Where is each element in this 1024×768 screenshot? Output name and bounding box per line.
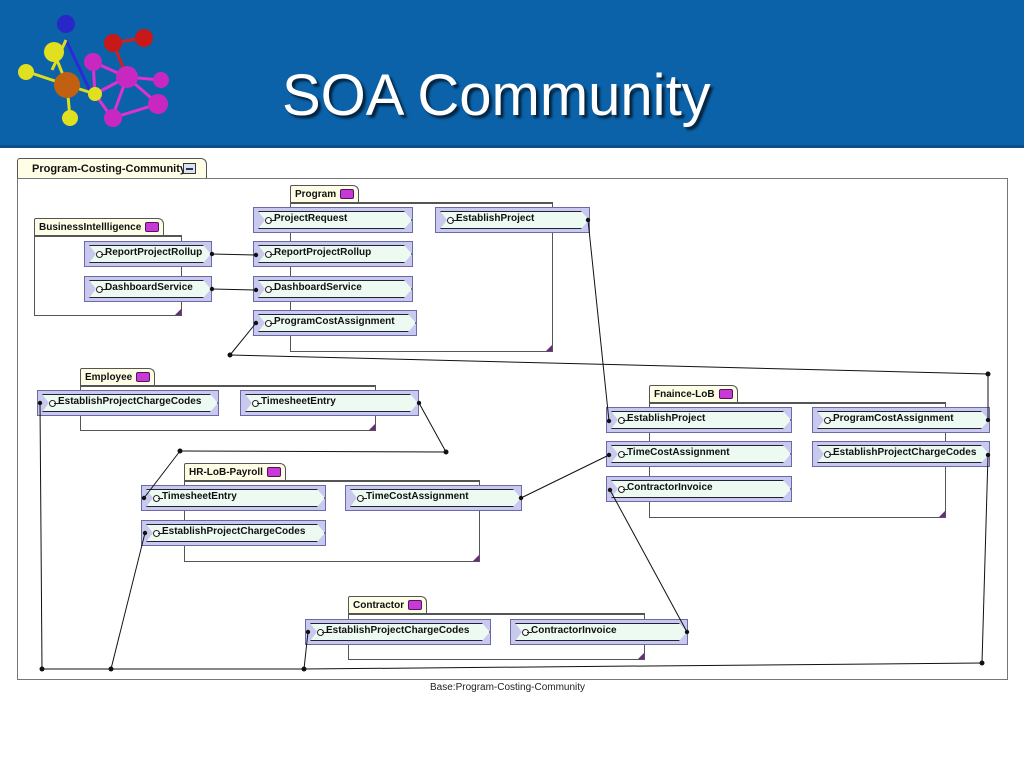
package-icon	[340, 189, 355, 199]
service-finance-establish-project[interactable]: EstablishProject	[606, 407, 792, 433]
diagram-tab[interactable]: Program-Costing-Community	[17, 158, 207, 179]
service-finance-contractor-invoice[interactable]: ContractorInvoice	[606, 476, 792, 502]
operation-icon	[265, 320, 275, 327]
service-label: EstablishProject	[456, 213, 535, 224]
service-label: EstablishProject	[627, 413, 706, 424]
service-label: ReportProjectRollup	[105, 247, 203, 258]
service-label: EstablishProjectChargeCodes	[833, 447, 977, 458]
diagram-caption: Base:Program-Costing-Community	[430, 682, 586, 693]
package-icon	[408, 600, 423, 610]
service-label: DashboardService	[274, 282, 362, 293]
service-finance-program-cost-assignment[interactable]: ProgramCostAssignment	[812, 407, 990, 433]
slide-title: SOA Community	[282, 63, 711, 128]
title-banner	[0, 0, 1024, 145]
operation-icon	[265, 286, 275, 293]
service-contractor-contractor-invoice[interactable]: ContractorInvoice	[510, 619, 688, 645]
operation-icon	[96, 286, 106, 293]
package-tab: Contractor	[348, 596, 428, 613]
package-tab: Program	[290, 185, 360, 202]
service-bi-report-project-rollup[interactable]: ReportProjectRollup	[84, 241, 212, 267]
package-label: Program	[295, 189, 337, 200]
service-program-report-project-rollup[interactable]: ReportProjectRollup	[253, 241, 413, 267]
diagram-tab-label: Program-Costing-Community	[32, 163, 186, 175]
operation-icon	[447, 217, 457, 224]
operation-icon	[618, 451, 628, 458]
package-icon	[145, 222, 160, 232]
service-label: ProgramCostAssignment	[274, 316, 395, 327]
operation-icon	[618, 417, 628, 424]
service-hr-time-cost-assignment[interactable]: TimeCostAssignment	[345, 485, 522, 511]
operation-icon	[96, 251, 106, 258]
service-label: TimeCostAssignment	[366, 491, 469, 502]
service-label: EstablishProjectChargeCodes	[162, 526, 306, 537]
molecule-logo-icon	[18, 15, 169, 127]
service-finance-time-cost-assignment[interactable]: TimeCostAssignment	[606, 441, 792, 467]
service-label: ProjectRequest	[274, 213, 348, 224]
service-label: TimesheetEntry	[261, 396, 336, 407]
operation-icon	[522, 629, 532, 636]
banner-divider	[0, 145, 1024, 148]
service-program-establish-project[interactable]: EstablishProject	[435, 207, 590, 233]
package-tab: HR-LoB-Payroll	[184, 463, 286, 480]
service-label: EstablishProjectChargeCodes	[326, 625, 470, 636]
service-hr-timesheet-entry[interactable]: TimesheetEntry	[141, 485, 326, 511]
service-label: ProgramCostAssignment	[833, 413, 954, 424]
service-hr-establish-charge-codes[interactable]: EstablishProjectChargeCodes	[141, 520, 326, 546]
operation-icon	[317, 629, 327, 636]
service-label: ContractorInvoice	[531, 625, 617, 636]
diagram-icon	[183, 163, 196, 174]
package-label: Employee	[85, 372, 133, 383]
package-label: BusinessIntellligence	[39, 222, 142, 233]
package-label: Contractor	[353, 600, 405, 611]
operation-icon	[357, 495, 367, 502]
operation-icon	[49, 400, 59, 407]
service-label: DashboardService	[105, 282, 193, 293]
package-label: HR-LoB-Payroll	[189, 467, 263, 478]
package-tab: Employee	[80, 368, 156, 385]
package-tab: BusinessIntellligence	[34, 218, 165, 235]
service-contractor-establish-charge-codes[interactable]: EstablishProjectChargeCodes	[305, 619, 491, 645]
operation-icon	[252, 400, 262, 407]
package-icon	[266, 467, 281, 477]
operation-icon	[153, 530, 163, 537]
package-label: Fnaince-LoB	[654, 389, 715, 400]
package-hr-lob-payroll[interactable]: HR-LoB-Payroll	[184, 463, 480, 562]
service-employee-establish-charge-codes[interactable]: EstablishProjectChargeCodes	[37, 390, 219, 416]
service-label: ContractorInvoice	[627, 482, 713, 493]
service-program-dashboard-service[interactable]: DashboardService	[253, 276, 413, 302]
operation-icon	[824, 417, 834, 424]
operation-icon	[824, 451, 834, 458]
operation-icon	[265, 251, 275, 258]
service-program-cost-assignment[interactable]: ProgramCostAssignment	[253, 310, 417, 336]
operation-icon	[265, 217, 275, 224]
service-finance-establish-charge-codes[interactable]: EstablishProjectChargeCodes	[812, 441, 990, 467]
service-program-project-request[interactable]: ProjectRequest	[253, 207, 413, 233]
service-label: EstablishProjectChargeCodes	[58, 396, 202, 407]
service-label: ReportProjectRollup	[274, 247, 372, 258]
package-icon	[136, 372, 151, 382]
package-icon	[718, 389, 733, 399]
service-label: TimeCostAssignment	[627, 447, 730, 458]
service-label: TimesheetEntry	[162, 491, 237, 502]
package-tab: Fnaince-LoB	[649, 385, 738, 402]
service-bi-dashboard-service[interactable]: DashboardService	[84, 276, 212, 302]
service-employee-timesheet-entry[interactable]: TimesheetEntry	[240, 390, 419, 416]
